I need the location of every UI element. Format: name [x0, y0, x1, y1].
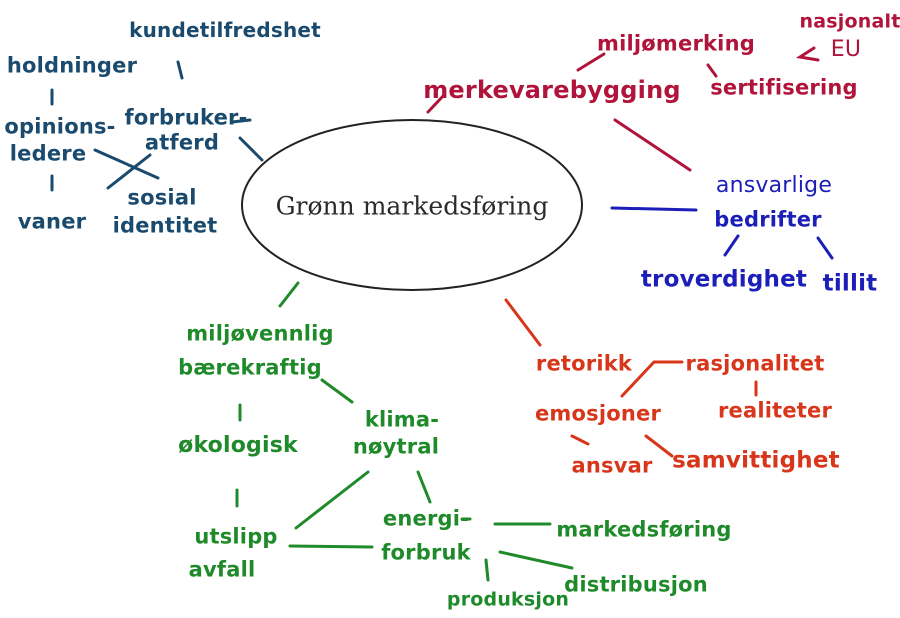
node-samvittighet: samvittighet: [672, 447, 840, 474]
node-energiforbruk-line1: energi-: [382, 506, 470, 531]
node-realiteter: realiteter: [717, 398, 833, 423]
node-okologisk: økologisk: [178, 432, 298, 458]
node-forbrukeratferd-line1: forbruker-: [124, 105, 248, 130]
connector-utslipp-energi: [288, 544, 374, 549]
connector-miljo-sertifisering: [706, 63, 718, 78]
node-kundetilfredshet: kundetilfredshet: [129, 18, 321, 42]
connector-ansvarlige-tillit: [816, 236, 834, 260]
connector-ansvarlige-troverdighet: [723, 234, 740, 257]
connector-forbruker-dash: [230, 118, 252, 124]
connector-merkevare-miljo: [576, 52, 606, 72]
node-holdninger: holdninger: [6, 53, 138, 78]
connector-forbruker-center: [238, 136, 264, 162]
node-tillit: tillit: [822, 270, 878, 297]
connector-energi-distribusjon: [498, 550, 574, 570]
node-merkevarebygging: merkevarebygging: [423, 75, 681, 104]
connector-baerekraftig-klima: [320, 378, 354, 404]
node-markedsforing: markedsføring: [556, 517, 732, 542]
rhetoric-connectors: [504, 298, 758, 458]
node-vaner: vaner: [17, 209, 87, 234]
connector-center-miljovennlig: [278, 281, 300, 308]
node-emosjoner: emosjoner: [534, 401, 662, 426]
connector-emosjoner-ansvar: [570, 434, 590, 446]
node-retorikk: retorikk: [535, 351, 633, 376]
connector-center-merkevare: [426, 93, 446, 114]
node-ansvarlige-line1: ansvarlige: [715, 172, 833, 198]
node-utslipp: utslipp: [194, 524, 278, 549]
connector-merkevare-ansvarlige: [613, 118, 692, 172]
connector-energi-produksjon: [484, 558, 490, 582]
node-ansvar: ansvar: [571, 453, 653, 478]
node-troverdighet: troverdighet: [640, 266, 808, 293]
sustainability-connectors: [235, 281, 574, 582]
connector-retorikk-rasjonalitet-emosjoner: [620, 360, 684, 398]
node-sosial-line2: identitet: [112, 213, 218, 238]
consumer-connectors: [50, 60, 264, 192]
connector-klima-utslipp: [294, 470, 370, 530]
node-opinionsledere-line1: opinions-: [4, 114, 116, 139]
node-klimanoytral-line2: nøytral: [352, 434, 440, 459]
node-produksjon: produksjon: [446, 588, 570, 611]
node-klimanoytral-line1: klima-: [364, 407, 440, 432]
node-opinionsledere-line2: ledere: [9, 141, 87, 166]
connector-klima-energi: [416, 470, 432, 504]
node-avfall: avfall: [188, 557, 256, 582]
node-baerekraftig: bærekraftig: [178, 355, 322, 380]
node-forbrukeratferd-line2: atferd: [144, 130, 220, 155]
center-topic: Grønn markedsføring: [275, 191, 549, 221]
node-sosial-line1: sosial: [127, 185, 197, 210]
node-ansvarlige-line2: bedrifter: [714, 207, 822, 232]
node-miljomerking: miljømerking: [597, 31, 755, 56]
node-distribusjon: distribusjon: [564, 572, 708, 597]
node-energiforbruk-line2: forbruk: [381, 540, 471, 565]
connector-opinion-sosial: [93, 148, 160, 180]
connector-emosjoner-samvittighet: [644, 434, 674, 458]
node-eu: EU: [830, 36, 862, 62]
node-sertifisering: sertifisering: [710, 75, 858, 100]
node-rasjonalitet: rasjonalitet: [685, 351, 825, 376]
brand-connectors: [426, 46, 820, 172]
connector-center-ansvarlige: [610, 206, 698, 212]
responsible-connectors: [610, 206, 834, 260]
center-ellipse: [241, 119, 583, 291]
node-nasjonalt: nasjonalt: [799, 10, 900, 33]
connector-center-retorikk: [504, 298, 542, 347]
connector-nasjonalt-eu: [795, 46, 820, 62]
connector-vaner-forbruker: [106, 153, 152, 190]
node-miljovennlig: miljøvennlig: [186, 321, 334, 346]
connector-kunde-forbruker: [176, 60, 184, 80]
